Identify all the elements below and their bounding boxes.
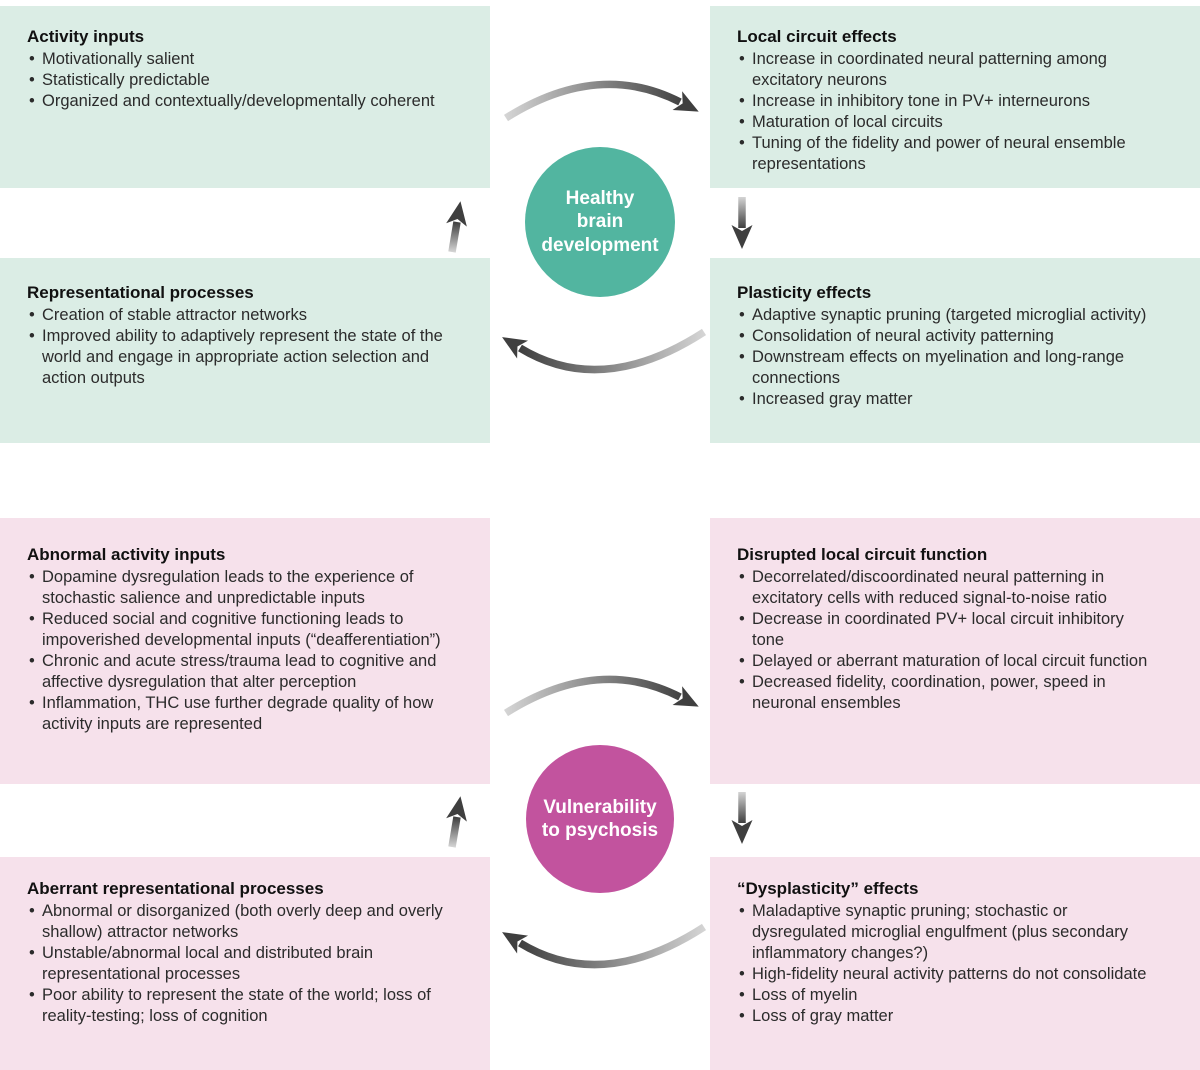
bullet-item: Increased gray matter — [739, 389, 1152, 410]
bullet-list: Motivationally salientStatistically pred… — [27, 49, 460, 112]
bullet-item: Decrease in coordinated PV+ local circui… — [739, 609, 1152, 651]
bullet-list: Adaptive synaptic pruning (targeted micr… — [737, 305, 1152, 410]
box-title: “Dysplasticity” effects — [737, 879, 919, 898]
bullet-item: Motivationally salient — [29, 49, 460, 70]
healthy-arrow-up-icon — [446, 201, 467, 253]
box-title: Activity inputs — [27, 27, 145, 46]
bullet-item: Reduced social and cognitive functioning… — [29, 609, 460, 651]
bullet-item: Statistically predictable — [29, 70, 460, 91]
bullet-list: Maladaptive synaptic pruning; stochastic… — [737, 901, 1152, 1027]
bullet-item: Organized and contextually/developmental… — [29, 91, 460, 112]
bullet-item: Tuning of the fidelity and power of neur… — [739, 133, 1152, 175]
healthy-arrow-bottom-curve-icon — [502, 328, 707, 374]
box-title: Abnormal activity inputs — [27, 545, 226, 564]
bullet-item: Adaptive synaptic pruning (targeted micr… — [739, 305, 1152, 326]
bullet-list: Abnormal or disorganized (both overly de… — [27, 901, 460, 1027]
bullet-item: Poor ability to represent the state of t… — [29, 985, 460, 1027]
bullet-list: Creation of stable attractor networksImp… — [27, 305, 460, 389]
bullet-item: Decreased fidelity, coordination, power,… — [739, 672, 1152, 714]
bullet-list: Dopamine dysregulation leads to the expe… — [27, 567, 460, 735]
healthy-arrow-top-curve-icon — [504, 80, 699, 122]
bullet-list: Increase in coordinated neural patternin… — [737, 49, 1152, 175]
bullet-item: Loss of myelin — [739, 985, 1152, 1006]
psychosis-arrow-up-icon — [446, 796, 467, 848]
local-circuit-effects-box: Local circuit effects Increase in coordi… — [710, 6, 1200, 188]
bullet-item: Inflammation, THC use further degrade qu… — [29, 693, 460, 735]
bullet-item: Unstable/abnormal local and distributed … — [29, 943, 460, 985]
bullet-item: Maturation of local circuits — [739, 112, 1152, 133]
representational-processes-box: Representational processes Creation of s… — [0, 258, 490, 443]
box-title: Representational processes — [27, 283, 254, 302]
box-title: Plasticity effects — [737, 283, 872, 302]
box-title: Local circuit effects — [737, 27, 897, 46]
bullet-item: Dopamine dysregulation leads to the expe… — [29, 567, 460, 609]
psychosis-arrow-top-curve-icon — [504, 675, 699, 717]
aberrant-representational-processes-box: Aberrant representational processes Abno… — [0, 857, 490, 1070]
dysplasticity-effects-box: “Dysplasticity” effects Maladaptive syna… — [710, 857, 1200, 1070]
bullet-item: Maladaptive synaptic pruning; stochastic… — [739, 901, 1152, 964]
box-title: Disrupted local circuit function — [737, 545, 988, 564]
bullet-item: Increase in inhibitory tone in PV+ inter… — [739, 91, 1152, 112]
activity-inputs-box: Activity inputs Motivationally salientSt… — [0, 6, 490, 188]
abnormal-activity-inputs-box: Abnormal activity inputs Dopamine dysreg… — [0, 518, 490, 784]
bullet-item: Downstream effects on myelination and lo… — [739, 347, 1152, 389]
vulnerability-to-psychosis-circle: Vulnerability to psychosis — [526, 745, 674, 893]
box-title: Aberrant representational processes — [27, 879, 324, 898]
bullet-item: Consolidation of neural activity pattern… — [739, 326, 1152, 347]
plasticity-effects-box: Plasticity effects Adaptive synaptic pru… — [710, 258, 1200, 443]
psychosis-arrow-bottom-curve-icon — [502, 923, 707, 969]
bullet-item: Creation of stable attractor networks — [29, 305, 460, 326]
bullet-item: Abnormal or disorganized (both overly de… — [29, 901, 460, 943]
healthy-brain-development-circle: Healthy brain development — [525, 147, 675, 297]
bullet-item: Decorrelated/discoordinated neural patte… — [739, 567, 1152, 609]
bullet-item: Increase in coordinated neural patternin… — [739, 49, 1152, 91]
bullet-item: High-fidelity neural activity patterns d… — [739, 964, 1152, 985]
bullet-item: Improved ability to adaptively represent… — [29, 326, 460, 389]
bullet-item: Chronic and acute stress/trauma lead to … — [29, 651, 460, 693]
bullet-list: Decorrelated/discoordinated neural patte… — [737, 567, 1152, 714]
bullet-item: Delayed or aberrant maturation of local … — [739, 651, 1152, 672]
bullet-item: Loss of gray matter — [739, 1006, 1152, 1027]
disrupted-local-circuit-function-box: Disrupted local circuit function Decorre… — [710, 518, 1200, 784]
